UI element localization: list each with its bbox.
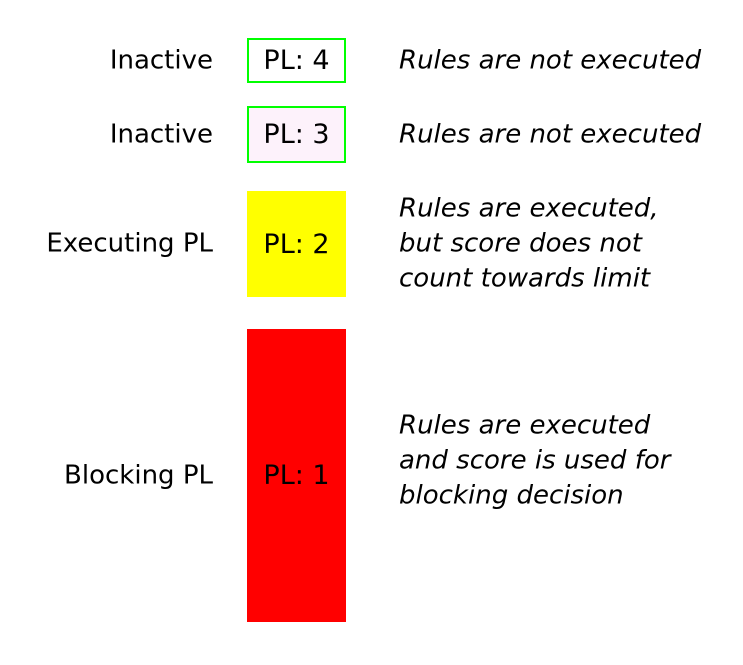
pl1-box: PL: 1 [247,329,346,622]
pl3-box-label: PL: 3 [263,119,330,150]
pl3-row: Inactive PL: 3 Rules are not executed [0,106,743,163]
pl3-box: PL: 3 [247,106,346,163]
pl4-row: Inactive PL: 4 Rules are not executed [0,38,743,83]
pl2-row: Executing PL PL: 2 Rules are executed, b… [0,191,743,297]
pl2-box: PL: 2 [247,191,346,297]
pl2-description: Rules are executed, but score does not c… [399,193,659,294]
pl4-description: Rules are not executed [399,45,702,75]
pl3-description: Rules are not executed [399,119,702,149]
pl1-row: Blocking PL PL: 1 Rules are executed and… [0,329,743,622]
pl2-state-label: Executing PL [46,228,213,259]
pl4-box: PL: 4 [247,38,346,83]
pl4-box-label: PL: 4 [263,45,330,76]
pl1-box-label: PL: 1 [263,460,330,491]
pl2-box-label: PL: 2 [263,228,330,260]
pl1-state-label: Blocking PL [64,459,213,490]
pl3-state-label: Inactive [109,118,213,149]
pl1-description: Rules are executed and score is used for… [399,410,671,510]
pl4-state-label: Inactive [109,44,213,75]
